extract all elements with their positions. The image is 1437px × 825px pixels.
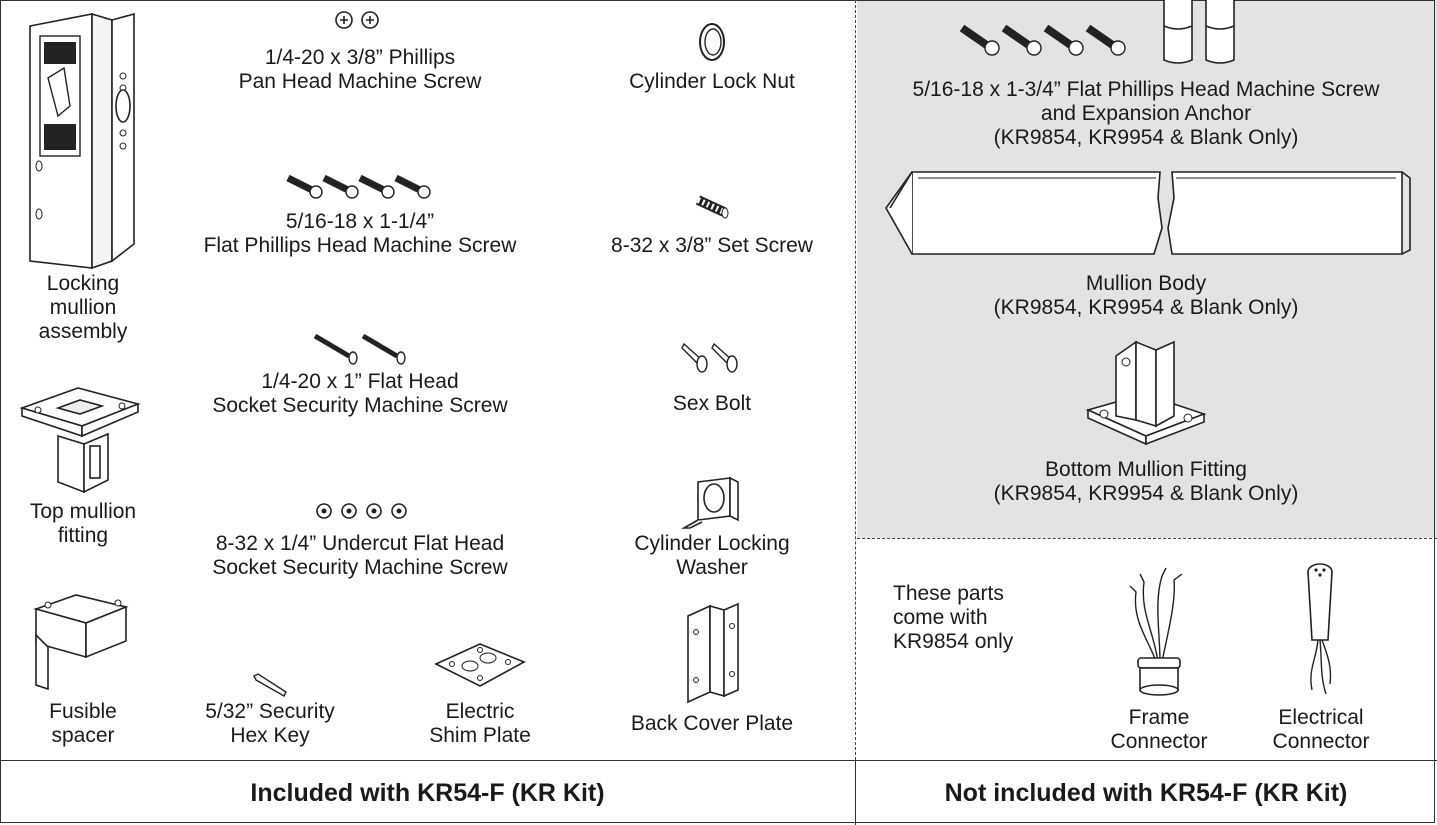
sex-bolt-drawing: [681, 342, 738, 373]
frame-connector-label: Frame Connector: [1110, 706, 1208, 753]
top-mullion-fitting-label: Top mullion fitting: [29, 500, 137, 547]
flat-phillips-screw-label: 5/16-18 x 1-1/4” Flat Phillips Head Mach…: [203, 210, 517, 257]
back-cover-plate-drawing: [687, 602, 739, 704]
back-cover-plate-label: Back Cover Plate: [630, 712, 794, 735]
pan-head-screws-drawing: [335, 11, 379, 29]
set-screw-drawing: [695, 195, 729, 219]
top-mullion-fitting-drawing: [19, 387, 141, 494]
electrical-connector-label: Electrical Connector: [1272, 706, 1370, 753]
fusible-spacer-label: Fusible spacer: [49, 700, 117, 747]
hex-key-label: 5/32” Security Hex Key: [205, 700, 335, 747]
electric-shim-plate-label: Electric Shim Plate: [429, 700, 531, 747]
footer-center-divider: [855, 760, 856, 825]
set-screw-label: 8-32 x 3/8” Set Screw: [611, 234, 813, 257]
flat-head-socket-screw-label: 1/4-20 x 1” Flat Head Socket Security Ma…: [212, 370, 508, 417]
hex-key-drawing: [253, 673, 287, 697]
anchor-screw-label: 5/16-18 x 1-3/4” Flat Phillips Head Mach…: [912, 78, 1380, 149]
electric-shim-plate-drawing: [434, 643, 526, 687]
pan-head-screw-label: 1/4-20 x 3/8” Phillips Pan Head Machine …: [238, 46, 482, 93]
bottom-mullion-fitting-label: Bottom Mullion Fitting (KR9854, KR9954 &…: [993, 458, 1299, 505]
expansion-anchors-drawing: [1163, 0, 1235, 64]
cylinder-locking-washer-label: Cylinder Locking Washer: [634, 532, 790, 579]
locking-mullion-assembly-drawing: [29, 12, 135, 270]
locking-mullion-assembly-label: Locking mullion assembly: [38, 272, 128, 343]
mullion-body-drawing: [885, 171, 1411, 255]
sex-bolt-label: Sex Bolt: [672, 392, 752, 415]
anchor-screws-drawing: [959, 24, 1126, 56]
undercut-screw-label: 8-32 x 1/4” Undercut Flat Head Socket Se…: [212, 532, 508, 579]
flat-phillips-screws-drawing: [286, 174, 431, 199]
flat-head-socket-screws-drawing: [313, 333, 406, 365]
dashed-divider-horizontal: [857, 538, 1437, 539]
not-included-shaded-panel: [857, 0, 1437, 538]
bottom-mullion-fitting-drawing: [1085, 340, 1207, 446]
electrical-connector-drawing: [1307, 563, 1333, 695]
cylinder-locking-washer-drawing: [680, 476, 739, 529]
cylinder-lock-nut-label: Cylinder Lock Nut: [629, 70, 795, 93]
fusible-spacer-drawing: [33, 594, 129, 691]
included-kit-footer: Included with KR54-F (KR Kit): [250, 778, 605, 807]
cylinder-lock-nut-drawing: [699, 23, 725, 61]
frame-connector-drawing: [1129, 567, 1183, 696]
dashed-divider-vertical: [855, 0, 856, 760]
footer-divider: [0, 760, 1437, 761]
mullion-body-label: Mullion Body (KR9854, KR9954 & Blank Onl…: [993, 272, 1299, 319]
undercut-screws-drawing: [316, 503, 407, 519]
kr9854-only-note: These parts come with KR9854 only: [893, 582, 1014, 653]
not-included-kit-footer: Not included with KR54-F (KR Kit): [944, 778, 1348, 807]
